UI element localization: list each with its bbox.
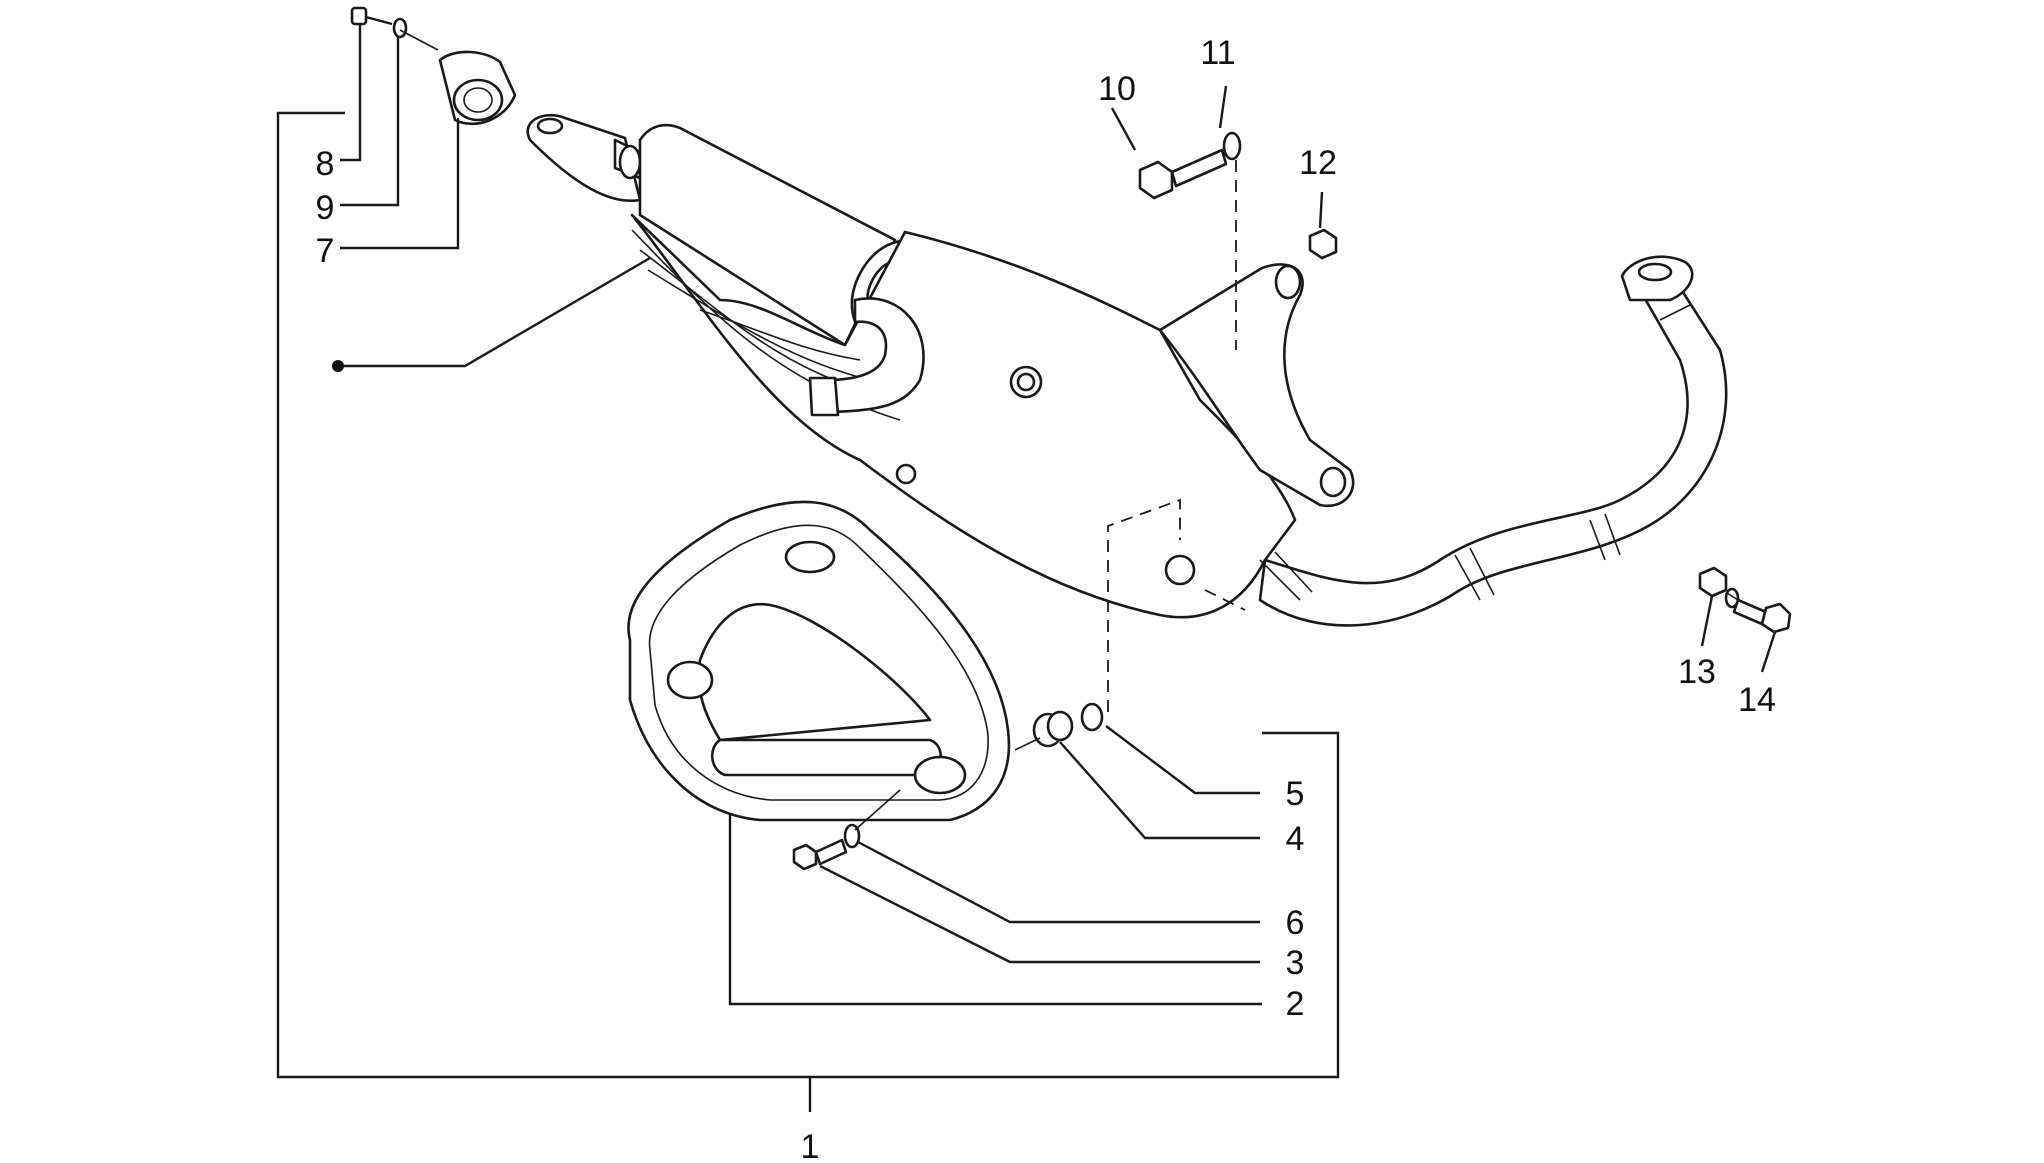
screw-3 — [792, 838, 848, 871]
callout-5: 5 — [1286, 775, 1305, 813]
callout-2: 2 — [1286, 985, 1305, 1023]
exhaust-pipe — [1258, 270, 1728, 627]
callout-13: 13 — [1678, 653, 1716, 691]
callout-9: 9 — [316, 189, 335, 227]
tail-cap — [438, 50, 517, 126]
mounting-bracket — [1158, 263, 1355, 508]
callout-8: 8 — [316, 145, 335, 183]
callout-14: 14 — [1738, 681, 1776, 719]
heat-shield — [627, 500, 1011, 822]
callout-3: 3 — [1286, 944, 1305, 982]
assembly-bracket-1 — [276, 111, 1340, 1112]
leader-lines — [332, 24, 1777, 964]
assembly-bracket-2 — [728, 773, 1262, 1006]
washer-5 — [1080, 702, 1104, 732]
nut-12 — [1308, 228, 1338, 260]
callout-1: 1 — [801, 1128, 820, 1163]
callout-4: 4 — [1286, 820, 1305, 858]
axis-pipe-mount — [1204, 589, 1246, 611]
nut-13 — [1698, 566, 1728, 598]
callout-6: 6 — [1286, 904, 1305, 942]
screw-8 — [350, 6, 393, 26]
axis-heat-shield — [1107, 498, 1181, 712]
callout-7: 7 — [316, 232, 335, 270]
axis-shield-screw — [1014, 737, 1041, 751]
muffler-shell — [630, 213, 1297, 619]
muffler-assembly — [526, 113, 1728, 627]
bolt-14 — [1732, 598, 1792, 634]
bolt-10 — [1138, 148, 1228, 200]
callout-12: 12 — [1299, 144, 1337, 182]
callout-10: 10 — [1098, 70, 1136, 108]
rubber-mount-4 — [1032, 710, 1074, 748]
washer-9 — [392, 17, 408, 39]
washer-11 — [1222, 131, 1242, 161]
callout-11: 11 — [1200, 34, 1235, 72]
callout-labels: 1 2 3 4 5 6 7 8 9 10 11 12 13 14 — [316, 34, 1776, 1163]
